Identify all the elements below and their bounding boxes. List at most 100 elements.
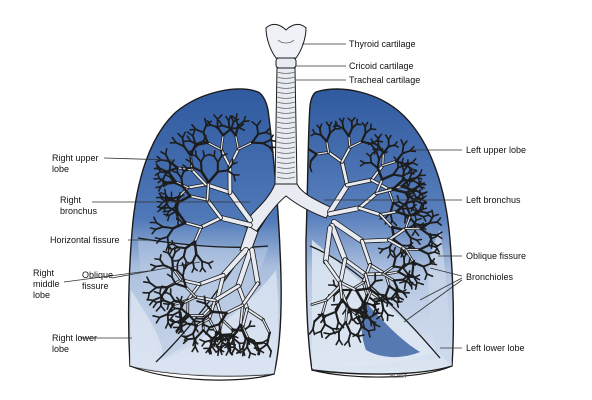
bronchiole-branch [178,319,182,329]
tracheal-ring [276,101,296,104]
bronchiole-branch [348,317,353,325]
bronchiole-branch-fill [220,148,231,168]
bronchiole-branch [157,178,165,184]
bronchiole-branch [397,270,409,279]
bronchiole-branch [324,333,332,340]
bronchiole-branch [390,291,397,300]
bronchiole-branch [426,273,434,278]
bronchiole-branch [192,128,196,137]
bronchiole-branch [253,343,259,352]
bronchiole-branch [369,151,374,157]
bronchiole-branch [422,214,429,218]
bronchiole-branch [231,323,242,339]
bronchiole-branch [360,325,370,332]
bronchiole-branch [308,328,314,335]
bronchiole-branch [238,342,241,350]
bronchiole-branch [368,317,376,326]
bronchiole-branch [165,291,172,296]
bronchiole-branch-fill [316,151,330,155]
bronchiole-branch [195,155,202,163]
bronchiole-branch [332,279,336,287]
tracheal-ring [276,166,296,169]
bronchiole-branch [203,117,208,126]
bronchiole-branch [155,159,163,163]
bronchiole-branch [367,330,371,338]
bronchiole-branch [396,156,401,162]
bronchiole-branch [411,174,421,182]
bronchiole-branch [401,144,405,155]
bronchiole-branch [208,153,215,157]
bronchiole-branch [167,160,179,169]
bronchiole-branch [158,313,169,319]
bronchiole-branch [373,323,376,331]
bronchiole-branch [189,140,199,146]
bronchiole-branch [314,132,322,136]
bronchiole-branch [266,331,271,346]
bronchiole-branch [404,193,410,200]
label-bronchioles: Bronchioles [466,272,514,282]
bronchiole-branch [199,338,206,343]
bronchiole-branch [216,333,222,343]
bronchiole-branch [375,146,379,154]
bronchiole-branch [152,296,163,302]
bronchiole-branch [351,123,358,129]
bronchiole-branch [224,335,231,345]
bronchiole-branch [314,330,322,335]
bronchiole-branch [407,162,414,166]
tracheal-ring [276,171,296,174]
bronchiole-branch-fill [206,181,210,201]
bronchiole-branch [175,326,181,334]
bronchiole-branch [419,227,431,236]
bronchiole-branch [380,297,393,301]
bronchiole-branch-fill [341,146,351,163]
bronchiole-branch [392,250,397,259]
bronchiole-branch [181,262,186,270]
bronchiole-branch [219,333,227,342]
bronchiole-branch-fill [382,152,384,167]
bronchiole-branch [266,343,273,353]
bronchiole-branch [309,159,312,168]
bronchiole-branch [171,170,179,174]
bronchiole-branch [161,225,175,230]
bronchiole-branch [355,288,365,304]
bronchiole-branch [227,342,231,350]
bronchiole-branch [430,257,436,265]
bronchiole-branch [428,215,435,224]
bronchiole-branch-fill [221,319,233,330]
bronchiole-branch [155,221,164,228]
bronchiole-branch [344,321,352,334]
bronchiole-branch [358,311,366,320]
bronchiole-branch [324,310,337,317]
bronchiole-branch [227,119,231,129]
bronchiole-branch [173,299,185,304]
bronchiole-branch [376,293,386,296]
bronchiole-branch [269,139,277,143]
bronchiole-branch [259,343,269,351]
bronchiole-branch-fill [208,299,216,320]
bronchiole-branch-fill [358,206,382,217]
bronchiole-branch [392,166,400,176]
bronchiole-branch [320,330,323,339]
bronchiole-branch [192,332,196,342]
bronchiole-branch [418,183,424,191]
bronchiole-branch [432,213,440,217]
bronchiole-branch [338,338,344,346]
label-right-upper-lobe: Right upper lobe [52,153,99,174]
bronchiole-branch [166,303,175,316]
bronchiole-branch [164,286,169,294]
bronchiole-branch-fill [379,210,398,216]
bronchiole-branch [174,248,181,254]
bronchiole-branch [317,313,327,317]
bronchiole-branch [364,128,372,135]
bronchiole-branch-fill [220,134,224,151]
bronchiole-branch-fill [379,213,393,228]
bronchiole-branch-fill [404,214,411,230]
artist-signature: HEBDT [390,374,407,380]
bronchiole-branch [152,315,161,319]
bronchiole-branch [171,257,175,271]
bronchiole-branch [154,226,164,231]
bronchiole-branch [166,181,176,185]
bronchiole-branch [202,329,213,339]
label-cricoid-cartilage: Cricoid cartilage [349,61,414,71]
bronchiole-branch [158,167,168,173]
